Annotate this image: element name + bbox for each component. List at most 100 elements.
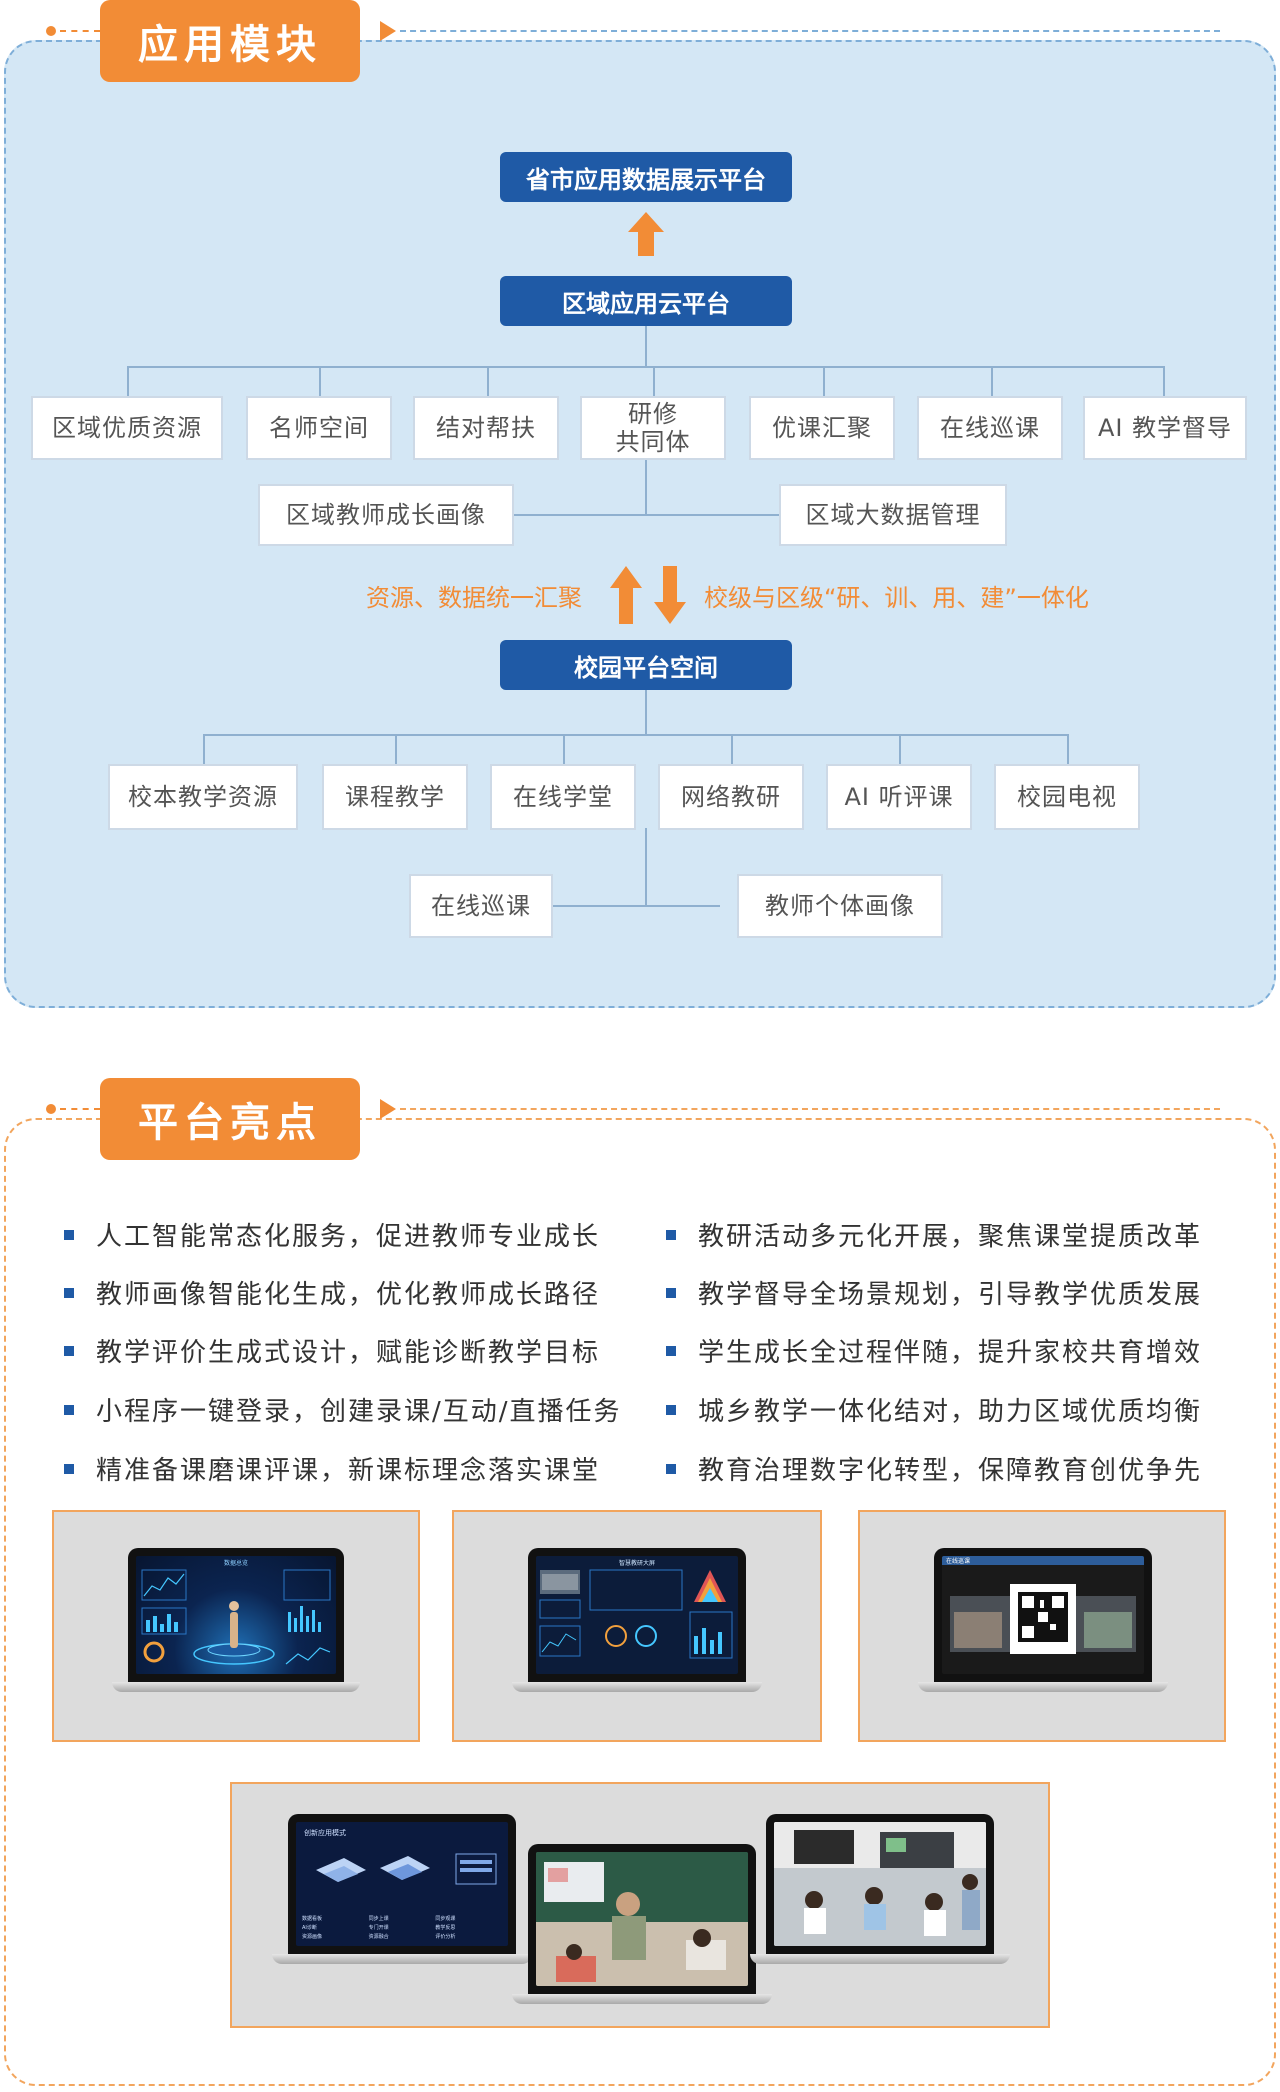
campus-module-box: 在线学堂: [490, 764, 636, 830]
tag-dot-2: [46, 1104, 56, 1114]
tag-line-right-2: [400, 1108, 1220, 1110]
arrow-up-icon: [628, 212, 664, 256]
highlight-item: 教育治理数字化转型，保障教育创优争先: [666, 1450, 1202, 1487]
laptop-base: [512, 1682, 762, 1692]
laptop-screen: 创新应用模式 数据看板 同步上课 同步观课 AI诊断 专门开课 教学反思 资源画…: [288, 1814, 516, 1954]
laptop-base: [512, 1994, 772, 2004]
highlight-item: 教研活动多元化开展，聚焦课堂提质改革: [666, 1216, 1202, 1253]
laptop-screen: 在线巡课: [934, 1548, 1152, 1682]
slide-graphic: [316, 1853, 497, 1885]
laptop-mockup: 创新应用模式 数据看板 同步上课 同步观课 AI诊断 专门开课 教学反思 资源画…: [272, 1814, 532, 1964]
laptop-mockup: [750, 1814, 1010, 1964]
highlight-item: 教师画像智能化生成，优化教师成长路径: [64, 1274, 600, 1311]
dashboard-display: 数据总览: [136, 1556, 336, 1674]
bullet-icon: [666, 1404, 676, 1415]
connector: [487, 366, 489, 396]
slide-item: 评价分析: [435, 1934, 456, 1940]
section-tag-highlights: 平台亮点: [100, 1078, 360, 1160]
campus-module-box: 校本教学资源: [108, 764, 298, 830]
highlight-text: 城乡教学一体化结对，助力区域优质均衡: [698, 1397, 1203, 1427]
bullet-icon: [64, 1229, 74, 1240]
highlight-text: 人工智能常态化服务，促进教师专业成长: [96, 1222, 601, 1252]
screen-title: 数据总览: [223, 1560, 248, 1567]
aggregation-note: 资源、数据统一汇聚: [366, 584, 582, 612]
connector: [991, 366, 993, 396]
campus-module-box: AI 听评课: [826, 764, 972, 830]
laptop-screen: 智慧教研大屏: [528, 1548, 746, 1682]
region-module-box: 优课汇聚: [749, 396, 895, 460]
connector: [512, 514, 780, 516]
classroom-graphic: [536, 1852, 748, 1986]
connector: [127, 366, 129, 396]
bullet-icon: [64, 1463, 74, 1474]
slide-item: 教学反思: [435, 1925, 456, 1931]
highlight-text: 教学督导全场景规划，引导教学优质发展: [698, 1280, 1203, 1310]
bullet-icon: [666, 1463, 676, 1474]
region-module-box: 区域教师成长画像: [258, 484, 514, 546]
connector: [552, 905, 720, 907]
region-module-box: 研修 共同体: [580, 396, 726, 460]
highlight-item: 精准备课磨课评课，新课标理念落实课堂: [64, 1450, 600, 1487]
tag-line-right-1: [400, 30, 1220, 32]
laptop-base: [272, 1954, 532, 1964]
connector: [645, 460, 647, 515]
connector: [395, 734, 397, 764]
screenshot-frame: 智慧教研大屏: [452, 1510, 822, 1742]
section-tag-modules: 应用模块: [100, 0, 360, 82]
region-module-box: 区域优质资源: [31, 396, 223, 460]
tag-line-left-2: [60, 1108, 100, 1110]
laptop-base: [112, 1682, 360, 1692]
highlight-item: 人工智能常态化服务，促进教师专业成长: [64, 1216, 600, 1253]
region-module-box: AI 教学督导: [1083, 396, 1247, 460]
classroom-graphic: [774, 1822, 986, 1946]
connector: [653, 366, 655, 396]
screen-title: 在线巡课: [942, 1556, 1144, 1565]
highlight-item: 学生成长全过程伴随，提升家校共育增效: [666, 1332, 1202, 1369]
laptop-mockup: 智慧教研大屏: [512, 1548, 762, 1692]
dashboard-display: 在线巡课: [942, 1556, 1144, 1674]
campus-module-box: 在线巡课: [409, 874, 553, 938]
highlight-item: 教学评价生成式设计，赋能诊断教学目标: [64, 1332, 600, 1369]
campus-module-box: 课程教学: [322, 764, 468, 830]
highlight-text: 小程序一键登录，创建录课/互动/直播任务: [96, 1397, 622, 1427]
arrow-down-icon: [654, 566, 686, 624]
connector: [731, 734, 733, 764]
screenshot-frame: 在线巡课: [858, 1510, 1226, 1742]
slide-item: 同步上课: [368, 1916, 389, 1922]
dashboard-graphic: [539, 1569, 733, 1659]
bullet-icon: [666, 1287, 676, 1298]
laptop-mockup: 在线巡课: [918, 1548, 1168, 1692]
classroom-graphic: [950, 1584, 1136, 1654]
region-cloud-node: 区域应用云平台: [500, 276, 792, 326]
arrow-up-icon: [610, 566, 642, 624]
highlight-item: 教学督导全场景规划，引导教学优质发展: [666, 1274, 1202, 1311]
campus-module-box: 校园电视: [994, 764, 1140, 830]
screen-title: 智慧教研大屏: [618, 1560, 655, 1567]
dashboard-display: 智慧教研大屏: [536, 1556, 738, 1674]
slide-item: AI诊断: [302, 1925, 317, 1931]
highlight-text: 学生成长全过程伴随，提升家校共育增效: [698, 1338, 1203, 1368]
laptop-mockup: [512, 1844, 772, 2004]
bullet-icon: [64, 1287, 74, 1298]
connector: [203, 734, 205, 764]
highlight-item: 城乡教学一体化结对，助力区域优质均衡: [666, 1391, 1202, 1428]
bullet-icon: [666, 1229, 676, 1240]
connector: [823, 366, 825, 396]
bullet-icon: [64, 1345, 74, 1356]
highlight-text: 教育治理数字化转型，保障教育创优争先: [698, 1456, 1203, 1486]
campus-platform-node: 校园平台空间: [500, 640, 792, 690]
connector: [319, 366, 321, 396]
connector: [1163, 366, 1165, 396]
connector: [127, 366, 1165, 368]
connector: [563, 734, 565, 764]
connector: [203, 734, 1069, 736]
laptop-screen: [766, 1814, 994, 1954]
highlight-text: 教师画像智能化生成，优化教师成长路径: [96, 1280, 601, 1310]
slide-display: 创新应用模式 数据看板 同步上课 同步观课 AI诊断 专门开课 教学反思 资源画…: [296, 1822, 508, 1946]
region-module-box: 区域大数据管理: [779, 484, 1007, 546]
connector: [645, 690, 647, 734]
connector: [645, 828, 647, 906]
laptop-base: [918, 1682, 1168, 1692]
highlight-item: 小程序一键登录，创建录课/互动/直播任务: [64, 1391, 622, 1428]
screenshot-frame: 数据总览: [52, 1510, 420, 1742]
